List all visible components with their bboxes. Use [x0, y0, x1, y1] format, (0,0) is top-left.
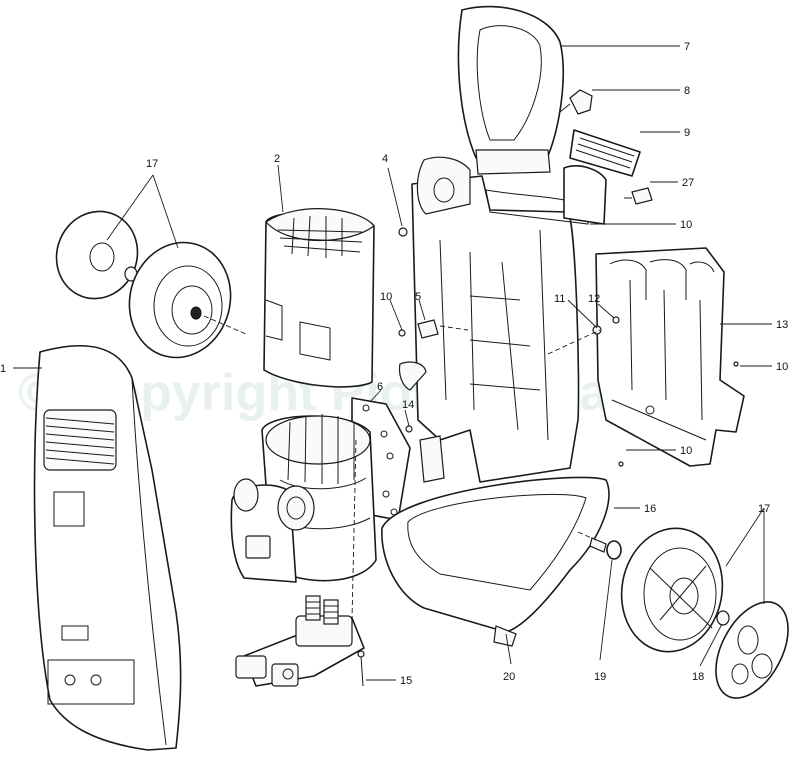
- part-handle-screw: [559, 89, 593, 115]
- callout-5: 5: [415, 291, 421, 303]
- callout-17-left: 17: [146, 158, 158, 170]
- callout-20: 20: [503, 671, 515, 683]
- part-rear-panel: [595, 247, 745, 467]
- callout-6: 6: [377, 381, 383, 393]
- shroud-top-grid: [277, 215, 363, 258]
- callout-8: 8: [684, 85, 690, 97]
- callout-10-top: 10: [680, 219, 692, 231]
- small-screws: [357, 227, 739, 687]
- callout-10-left: 10: [380, 291, 392, 303]
- part-front-cover: [33, 345, 182, 751]
- callout-10-bottom: 10: [680, 445, 692, 457]
- callout-7: 7: [684, 41, 690, 53]
- part-axle: [589, 537, 607, 553]
- part-pump-head: [235, 595, 365, 687]
- part-axle-washer: [606, 540, 622, 560]
- part-wheel-right: [620, 527, 724, 653]
- callout-labels: 1 17 2 4 10 5 6 14 7 8 9 27 10 11 12 13 …: [0, 41, 788, 687]
- callout-14: 14: [402, 399, 414, 411]
- part-wheel-left: [128, 241, 232, 359]
- callout-16: 16: [644, 503, 656, 515]
- cover-vent-grille: [43, 409, 117, 471]
- callout-12: 12: [588, 293, 600, 305]
- part-wheel-washer: [716, 610, 730, 626]
- callout-11: 11: [554, 293, 565, 305]
- callout-18: 18: [692, 671, 704, 683]
- callout-10-right: 10: [776, 361, 788, 373]
- part-frame-chassis: [381, 156, 610, 647]
- callout-17-right: 17: [758, 503, 770, 515]
- pump-valve-springs: [305, 595, 339, 625]
- callout-15: 15: [400, 675, 412, 687]
- callout-19: 19: [594, 671, 606, 683]
- callout-4: 4: [382, 153, 388, 165]
- part-rear-clip: [563, 165, 607, 225]
- part-vent-cover: [569, 129, 641, 177]
- callout-leaders: [13, 45, 772, 681]
- part-motor-shroud: [263, 208, 375, 388]
- part-fitting: [624, 187, 653, 205]
- callout-9: 9: [684, 127, 690, 139]
- callout-1: 1: [0, 363, 6, 375]
- callout-13: 13: [776, 319, 788, 331]
- part-hubcap-right: [715, 601, 789, 699]
- part-motor-assembly: [230, 414, 377, 583]
- part-handle: [457, 5, 565, 175]
- callout-27: 27: [682, 177, 694, 189]
- callout-2: 2: [274, 153, 280, 165]
